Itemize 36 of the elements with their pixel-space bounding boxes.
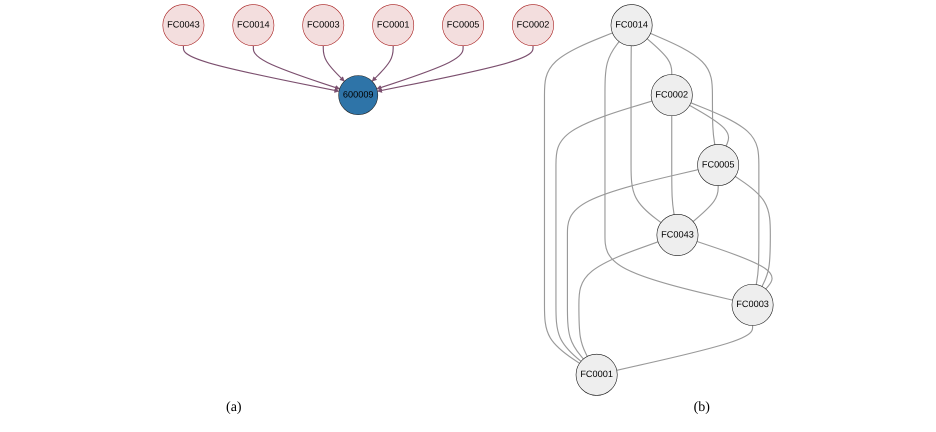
connector (555, 100, 652, 362)
node-circle: FC0001 (372, 4, 414, 46)
node-circle: FC0001 (576, 354, 618, 396)
node-circle: FC0043 (656, 214, 698, 256)
connector (604, 41, 733, 301)
connector (616, 326, 754, 371)
node-circle: FC0043 (162, 4, 204, 46)
arrow (322, 46, 345, 82)
panel-caption: (b) (694, 400, 710, 416)
arrow (372, 46, 394, 82)
connector (630, 46, 662, 224)
connector (689, 104, 730, 146)
node-circle: FC0003 (302, 4, 344, 46)
node-circle: FC0014 (232, 4, 274, 46)
connector (692, 186, 719, 222)
arrow (182, 46, 340, 93)
node-circle: FC0002 (650, 74, 693, 116)
connector (671, 116, 675, 215)
connector (734, 176, 771, 287)
connector (646, 38, 672, 74)
connector (578, 241, 658, 357)
connector (650, 32, 716, 145)
arrow (377, 46, 534, 93)
node-circle: FC0005 (442, 4, 484, 46)
arrow (252, 46, 340, 90)
connector (696, 240, 773, 290)
node-circle: FC0002 (512, 4, 554, 46)
panel-caption: (a) (226, 400, 242, 416)
node-circle: 600009 (338, 75, 378, 116)
connector (544, 32, 613, 364)
connector (690, 102, 760, 285)
node-circle: FC0003 (732, 284, 774, 326)
node-circle: FC0014 (610, 4, 652, 46)
node-circle: FC0005 (697, 144, 740, 186)
connector (566, 169, 698, 360)
arrow (376, 46, 464, 90)
